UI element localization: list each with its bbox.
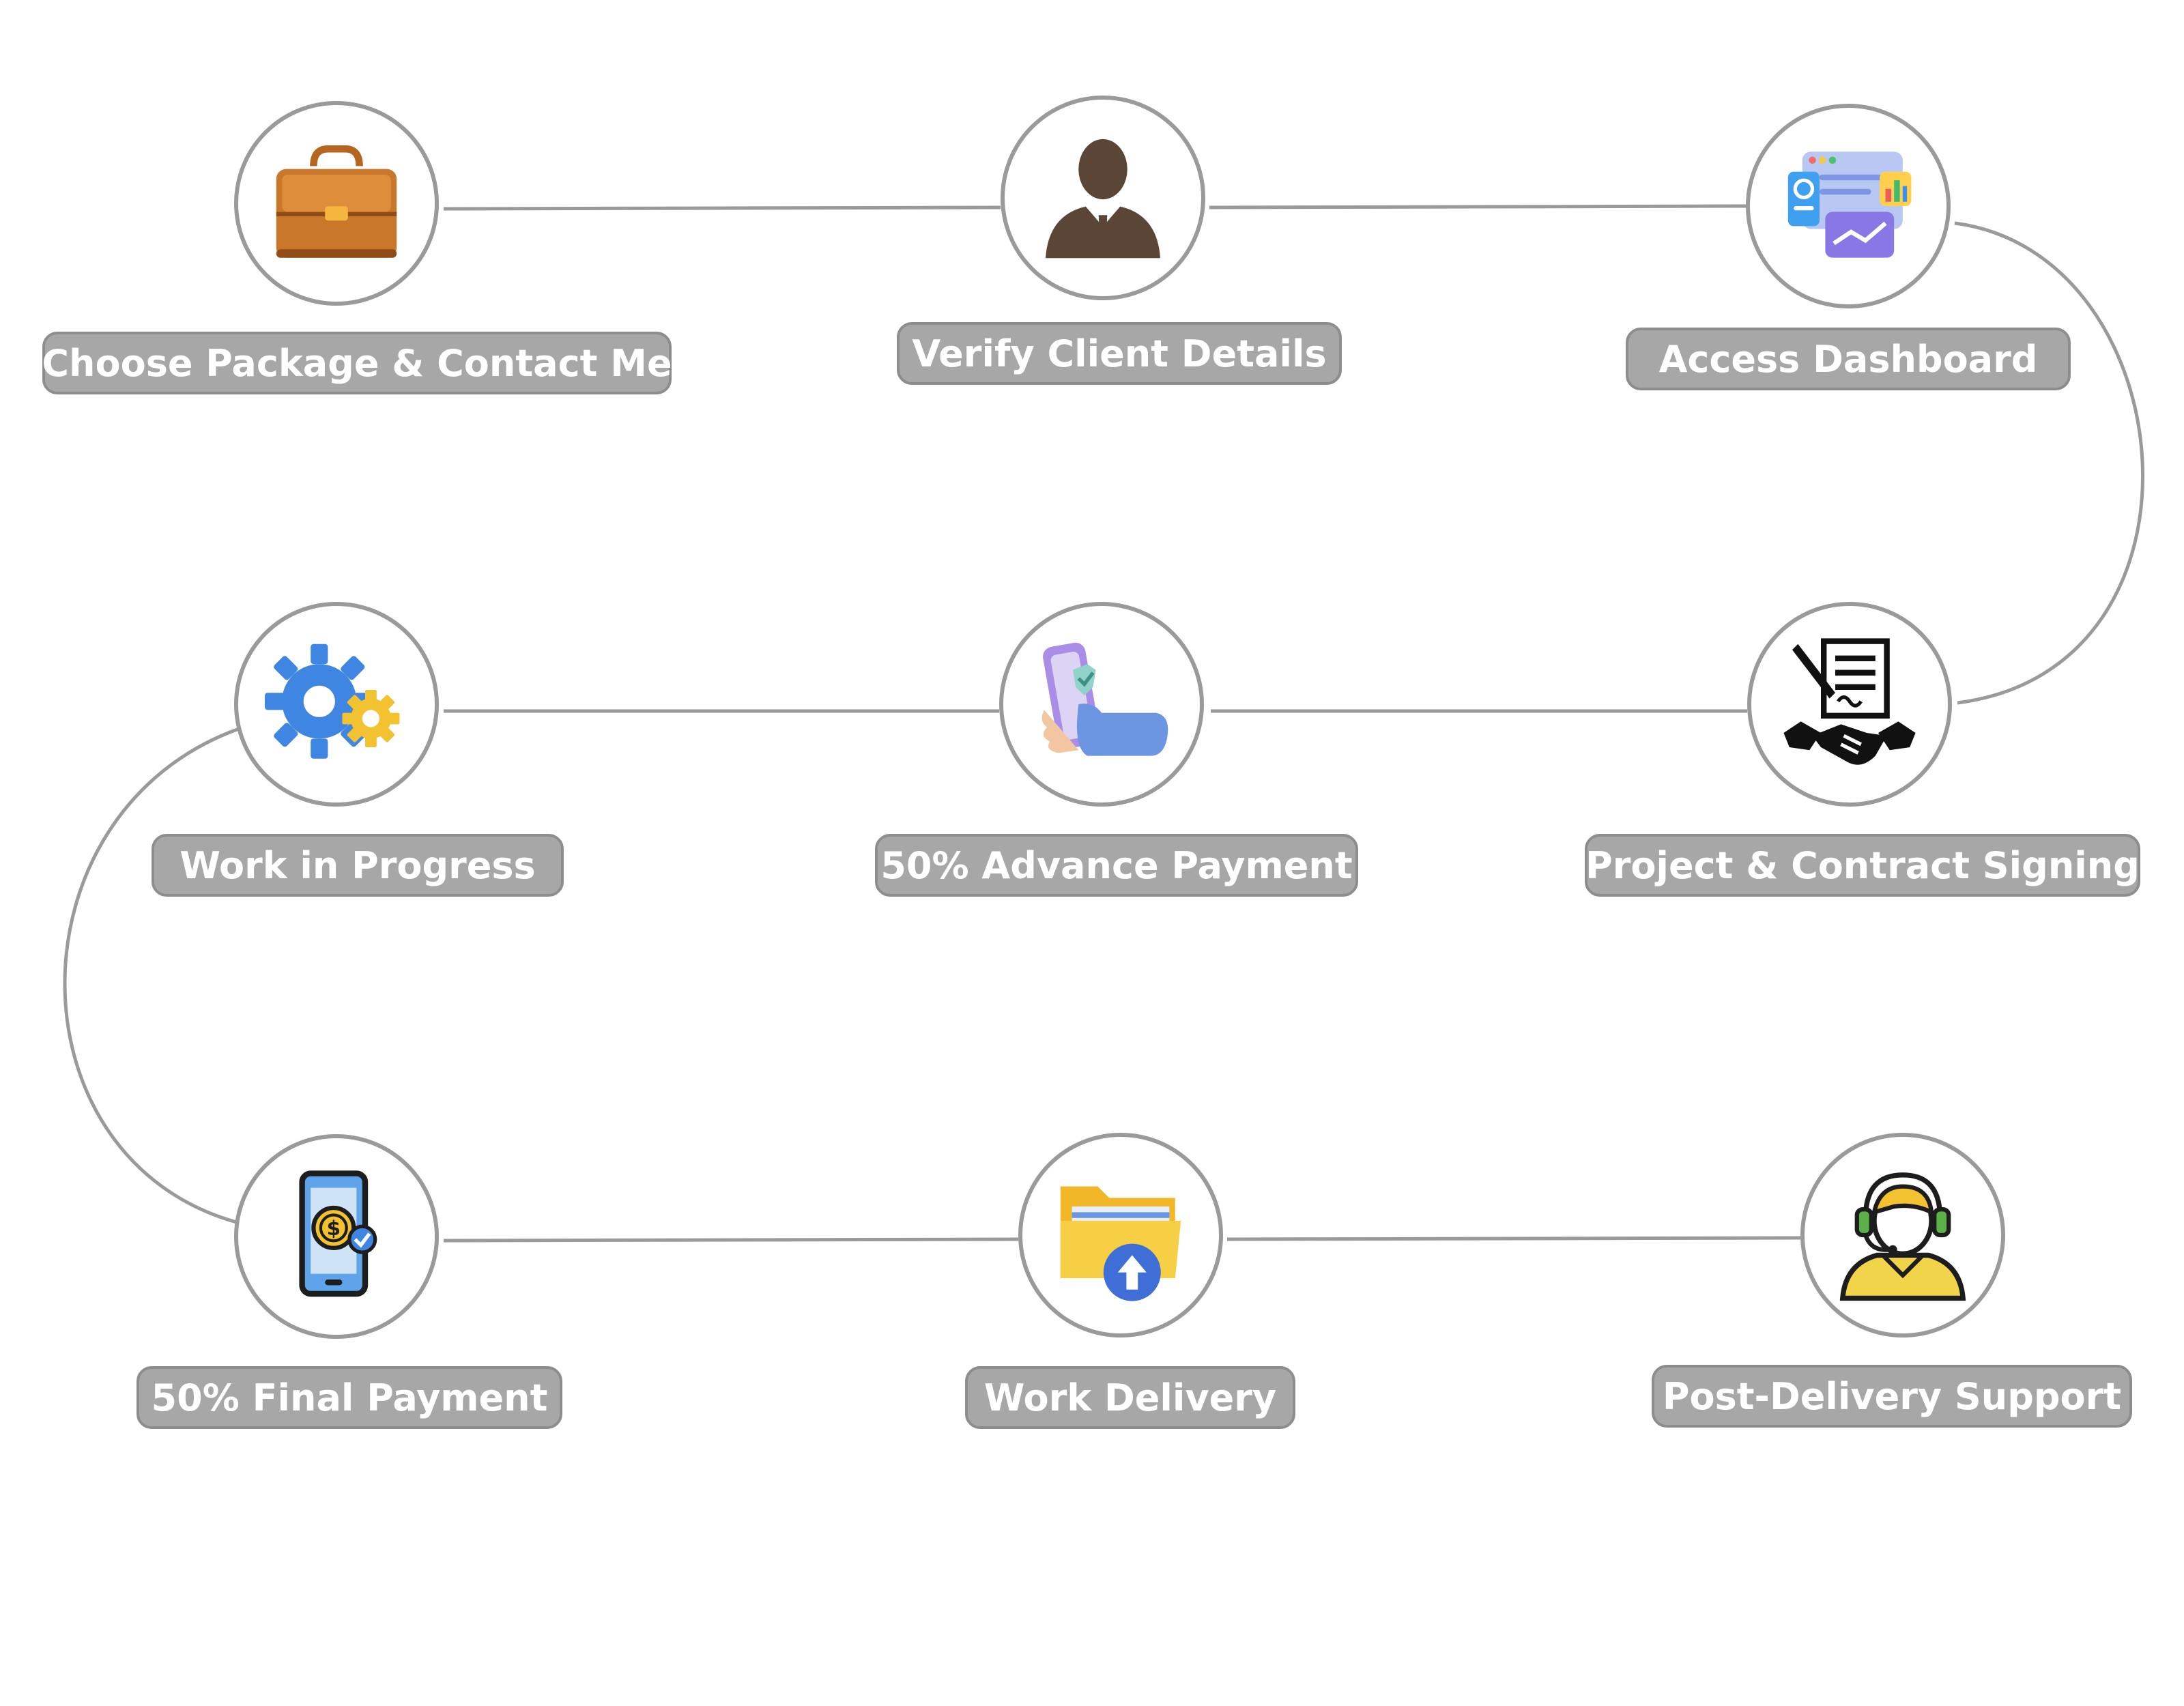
gears-icon <box>265 644 400 759</box>
step-6-circle <box>234 602 439 807</box>
step-5-circle <box>999 602 1204 807</box>
step-7-circle: $ <box>234 1134 439 1339</box>
step-2-label: Verify Client Details <box>897 322 1342 385</box>
step-5-label: 50% Advance Payment <box>875 834 1358 897</box>
mobile-payment-icon: $ <box>299 1170 377 1297</box>
step-3-label: Access Dashboard <box>1626 328 2071 390</box>
contract-handshake-icon <box>1783 638 1916 765</box>
step-9-label: Post-Delivery Support <box>1652 1365 2132 1428</box>
connector-7-8 <box>443 1237 1019 1243</box>
connector-3-4 <box>1954 221 2144 705</box>
connector-2-3 <box>1209 204 1747 209</box>
step-8-circle <box>1018 1133 1223 1338</box>
support-agent-icon <box>1839 1172 1966 1301</box>
step-1-circle <box>234 101 439 306</box>
folder-upload-icon <box>1060 1186 1181 1301</box>
step-3-circle <box>1746 104 1951 308</box>
dashboard-icon <box>1787 151 1912 258</box>
connector-1-2 <box>443 205 1001 211</box>
step-2-circle <box>1001 96 1205 300</box>
step-7-label: 50% Final Payment <box>136 1366 562 1429</box>
businessman-icon <box>1046 139 1160 259</box>
step-4-label: Project & Contract Signing <box>1585 834 2140 897</box>
step-6-label: Work in Progress <box>152 834 564 897</box>
step-8-label: Work Delivery <box>965 1366 1295 1429</box>
step-1-label: Choose Package & Contact Me <box>42 332 672 394</box>
phone-in-hand-icon <box>1041 642 1168 756</box>
step-9-circle <box>1800 1133 2005 1338</box>
step-4-circle <box>1747 602 1952 807</box>
connector-8-9 <box>1226 1236 1801 1241</box>
briefcase-icon <box>276 145 397 258</box>
svg-text:$: $ <box>327 1217 341 1240</box>
connector-6-7 <box>63 727 240 1225</box>
